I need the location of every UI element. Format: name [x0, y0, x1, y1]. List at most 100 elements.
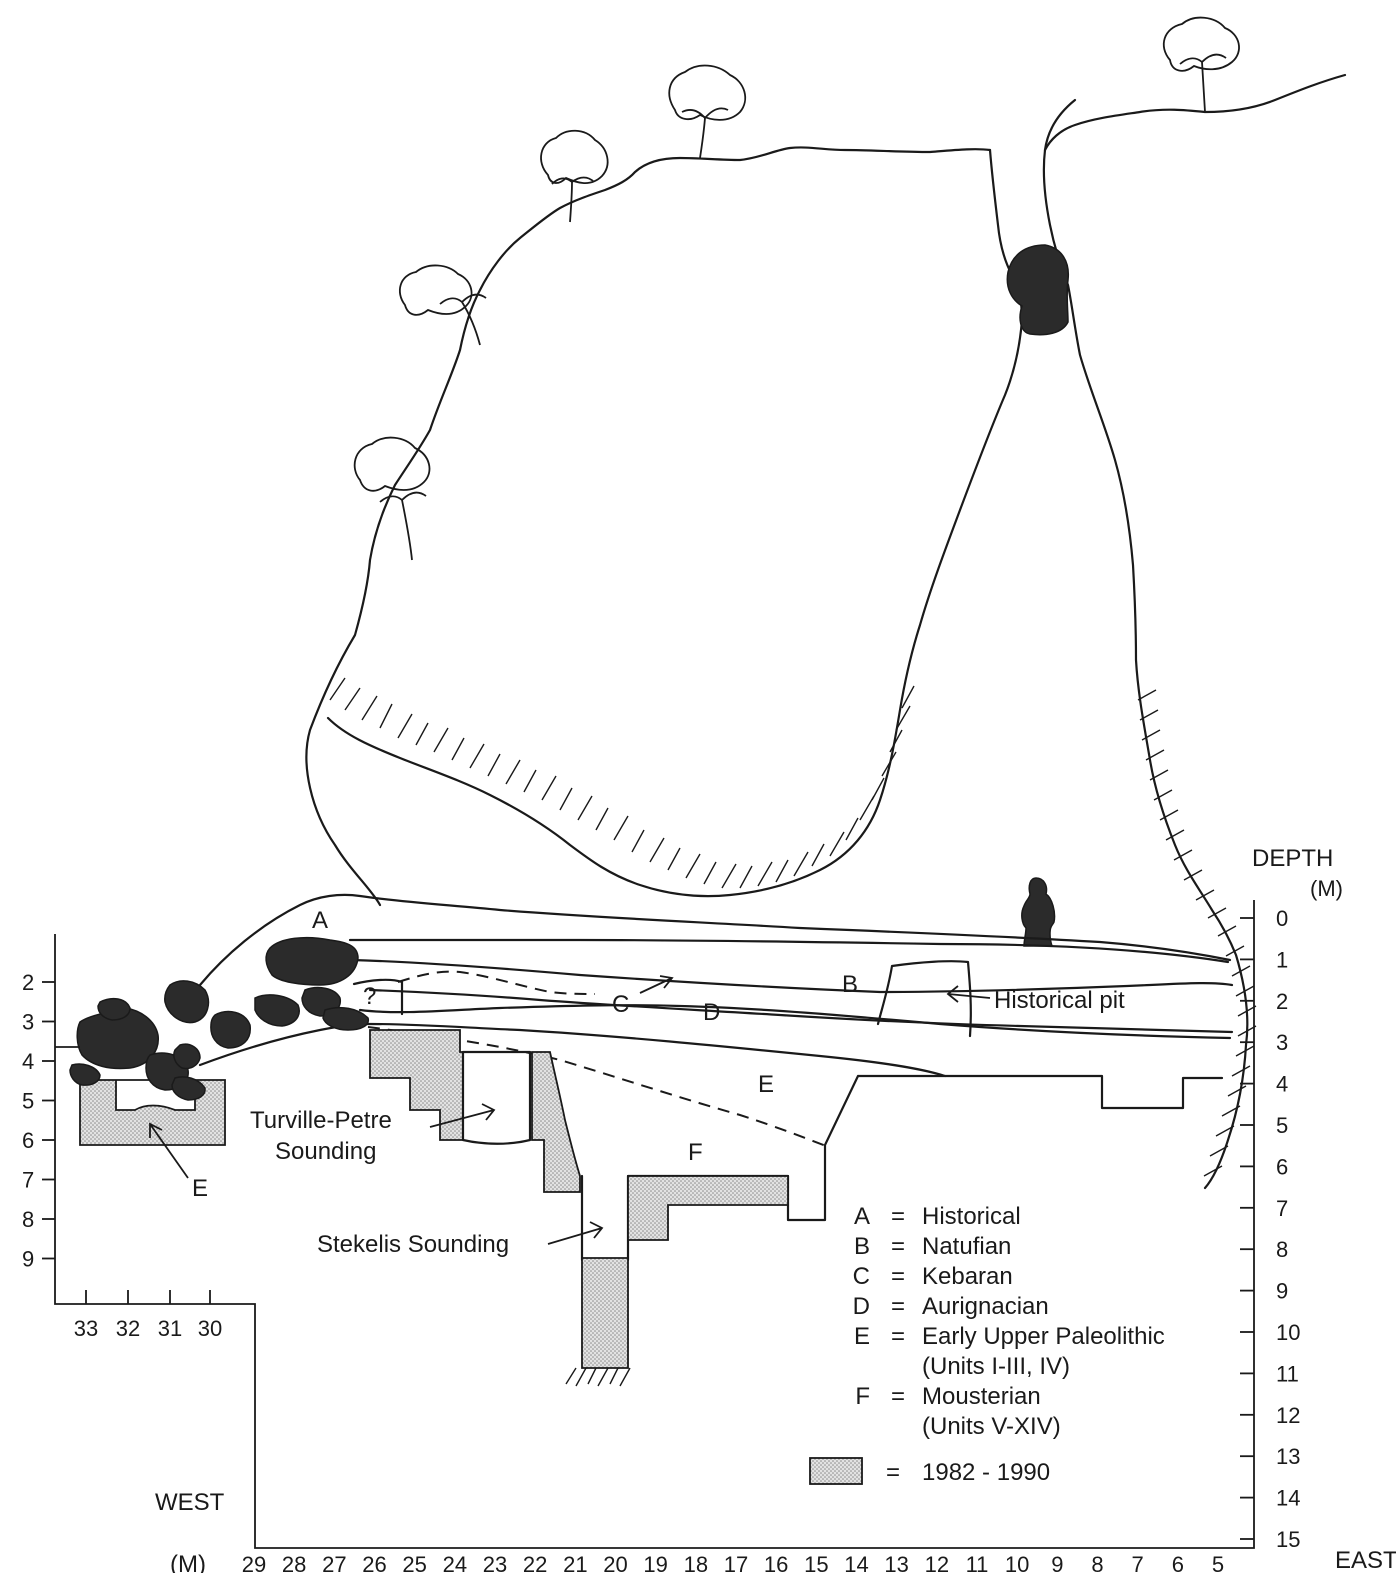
legend-text: Aurignacian [922, 1293, 1049, 1320]
bottom-tick-label: 19 [643, 1552, 667, 1573]
layer-label-f: F [688, 1139, 703, 1166]
depth-tick-label: 2 [1276, 989, 1288, 1014]
depth-tick-label: 3 [1276, 1030, 1288, 1055]
legend-key: E [854, 1323, 870, 1350]
bottom-tick-label: 25 [402, 1552, 426, 1573]
bottom-tick-label: 21 [563, 1552, 587, 1573]
historical-pit-label: Historical pit [994, 987, 1125, 1014]
cave-surface-east [1043, 73, 1347, 152]
legend-subtext: (Units V-XIV) [922, 1413, 1061, 1440]
layer-label-e: E [758, 1071, 774, 1098]
excavation-1982-1990-turville [369, 1029, 500, 1141]
depth-tick-label: 4 [1276, 1072, 1288, 1097]
west-grid-tick-label: 32 [116, 1316, 140, 1341]
legend-text: Early Upper Paleolithic [922, 1323, 1165, 1350]
bottom-axis-unit: (M) [170, 1551, 206, 1573]
legend-key: F [855, 1383, 870, 1410]
bottom-tick-label: 20 [603, 1552, 627, 1573]
depth-tick-label: 0 [1276, 906, 1288, 931]
rock-surface-hatching-west [329, 677, 915, 889]
layer-label-d: D [703, 999, 720, 1026]
layer-label-a: A [312, 907, 328, 934]
bottom-tick-label: 28 [282, 1552, 306, 1573]
stekelis-base-roots-icon [565, 1367, 631, 1387]
west-depth-tick-label: 2 [22, 970, 34, 995]
legend-swatch-eq: = [886, 1459, 900, 1486]
bottom-tick-label: 13 [884, 1552, 908, 1573]
depth-tick-label: 11 [1276, 1361, 1299, 1386]
depth-tick-label: 12 [1276, 1403, 1300, 1428]
layer-a-upper-boundary [198, 893, 1232, 987]
tree-icon [668, 64, 747, 159]
depth-tick-label: 15 [1276, 1527, 1300, 1552]
question-mark-cell [352, 978, 404, 1016]
depth-tick-label: 10 [1276, 1320, 1300, 1345]
west-depth-tick-label: 4 [22, 1049, 34, 1074]
depth-tick-label: 8 [1276, 1237, 1288, 1262]
layer-e-upper-boundary [198, 1022, 947, 1078]
layer-label-e-west: E [192, 1175, 208, 1202]
west-frame [54, 900, 1255, 1549]
depth-tick-label: 13 [1276, 1444, 1300, 1469]
legend-swatch-text: 1982 - 1990 [922, 1459, 1050, 1486]
layer-label-b: B [842, 971, 858, 998]
bottom-tick-label: 6 [1172, 1552, 1184, 1573]
depth-axis-unit: (M) [1310, 876, 1343, 901]
west-depth-tick-label: 9 [22, 1247, 34, 1272]
chimney-rock [1006, 244, 1070, 336]
human-figure-icon [1021, 877, 1056, 947]
tree-icon [398, 264, 487, 346]
bottom-tick-label: 24 [443, 1552, 467, 1573]
cave-outline-west [305, 146, 992, 907]
legend-eq: = [891, 1233, 905, 1260]
bottom-tick-label: 12 [925, 1552, 949, 1573]
layer-b-lower-boundary [368, 988, 1234, 1034]
excavation-1982-1990-central [531, 1051, 581, 1193]
turville-label-line1: Turville-Petre [250, 1107, 392, 1134]
cave-chimney-west-wall [326, 148, 1024, 898]
west-grid-ticks: 33 32 31 30 [74, 1290, 222, 1341]
tree-icon [1162, 16, 1240, 113]
turville-sounding-outline [461, 1050, 532, 1145]
west-label: WEST [155, 1489, 225, 1516]
stekelis-label: Stekelis Sounding [317, 1231, 509, 1258]
bottom-tick-label: 14 [844, 1552, 868, 1573]
bottom-tick-label: 8 [1091, 1552, 1103, 1573]
legend-text: Mousterian [922, 1383, 1041, 1410]
west-depth-tick-label: 6 [22, 1128, 34, 1153]
bottom-tick-label: 5 [1212, 1552, 1224, 1573]
rock-surface-hatching-east [1137, 689, 1257, 1177]
depth-tick-label: 6 [1276, 1154, 1288, 1179]
bottom-tick-label: 29 [242, 1552, 266, 1573]
depth-tick-label: 7 [1276, 1196, 1288, 1221]
west-depth-tick-label: 5 [22, 1089, 34, 1114]
west-grid-tick-label: 31 [158, 1316, 182, 1341]
legend-swatch-1982-1990 [809, 1457, 863, 1485]
west-grid-tick-label: 33 [74, 1316, 98, 1341]
legend-text: Historical [922, 1203, 1021, 1230]
layer-c-dashed-boundary [397, 970, 596, 995]
bottom-tick-label: 27 [322, 1552, 346, 1573]
fallen-rocks [69, 936, 370, 1101]
legend-subtext: (Units I-III, IV) [922, 1353, 1070, 1380]
legend-eq: = [891, 1323, 905, 1350]
bottom-tick-label: 7 [1132, 1552, 1144, 1573]
bottom-tick-label: 11 [966, 1552, 989, 1573]
legend-eq: = [891, 1293, 905, 1320]
excavation-1982-1990-deep [581, 1257, 629, 1369]
legend-key: C [853, 1263, 870, 1290]
layer-a-base-boundary [348, 938, 1230, 964]
east-label: EAST [1335, 1547, 1396, 1573]
cave-chimney-east-wall [1042, 98, 1249, 1190]
legend-eq: = [891, 1383, 905, 1410]
bottom-tick-label: 10 [1005, 1552, 1029, 1573]
west-grid-tick-label: 30 [198, 1316, 222, 1341]
bottom-tick-label: 15 [804, 1552, 828, 1573]
legend-eq: = [891, 1203, 905, 1230]
depth-tick-label: 1 [1276, 947, 1288, 972]
bottom-tick-label: 17 [724, 1552, 748, 1573]
excavation-1982-1990-stekelis [627, 1175, 789, 1241]
west-depth-tick-label: 8 [22, 1207, 34, 1232]
